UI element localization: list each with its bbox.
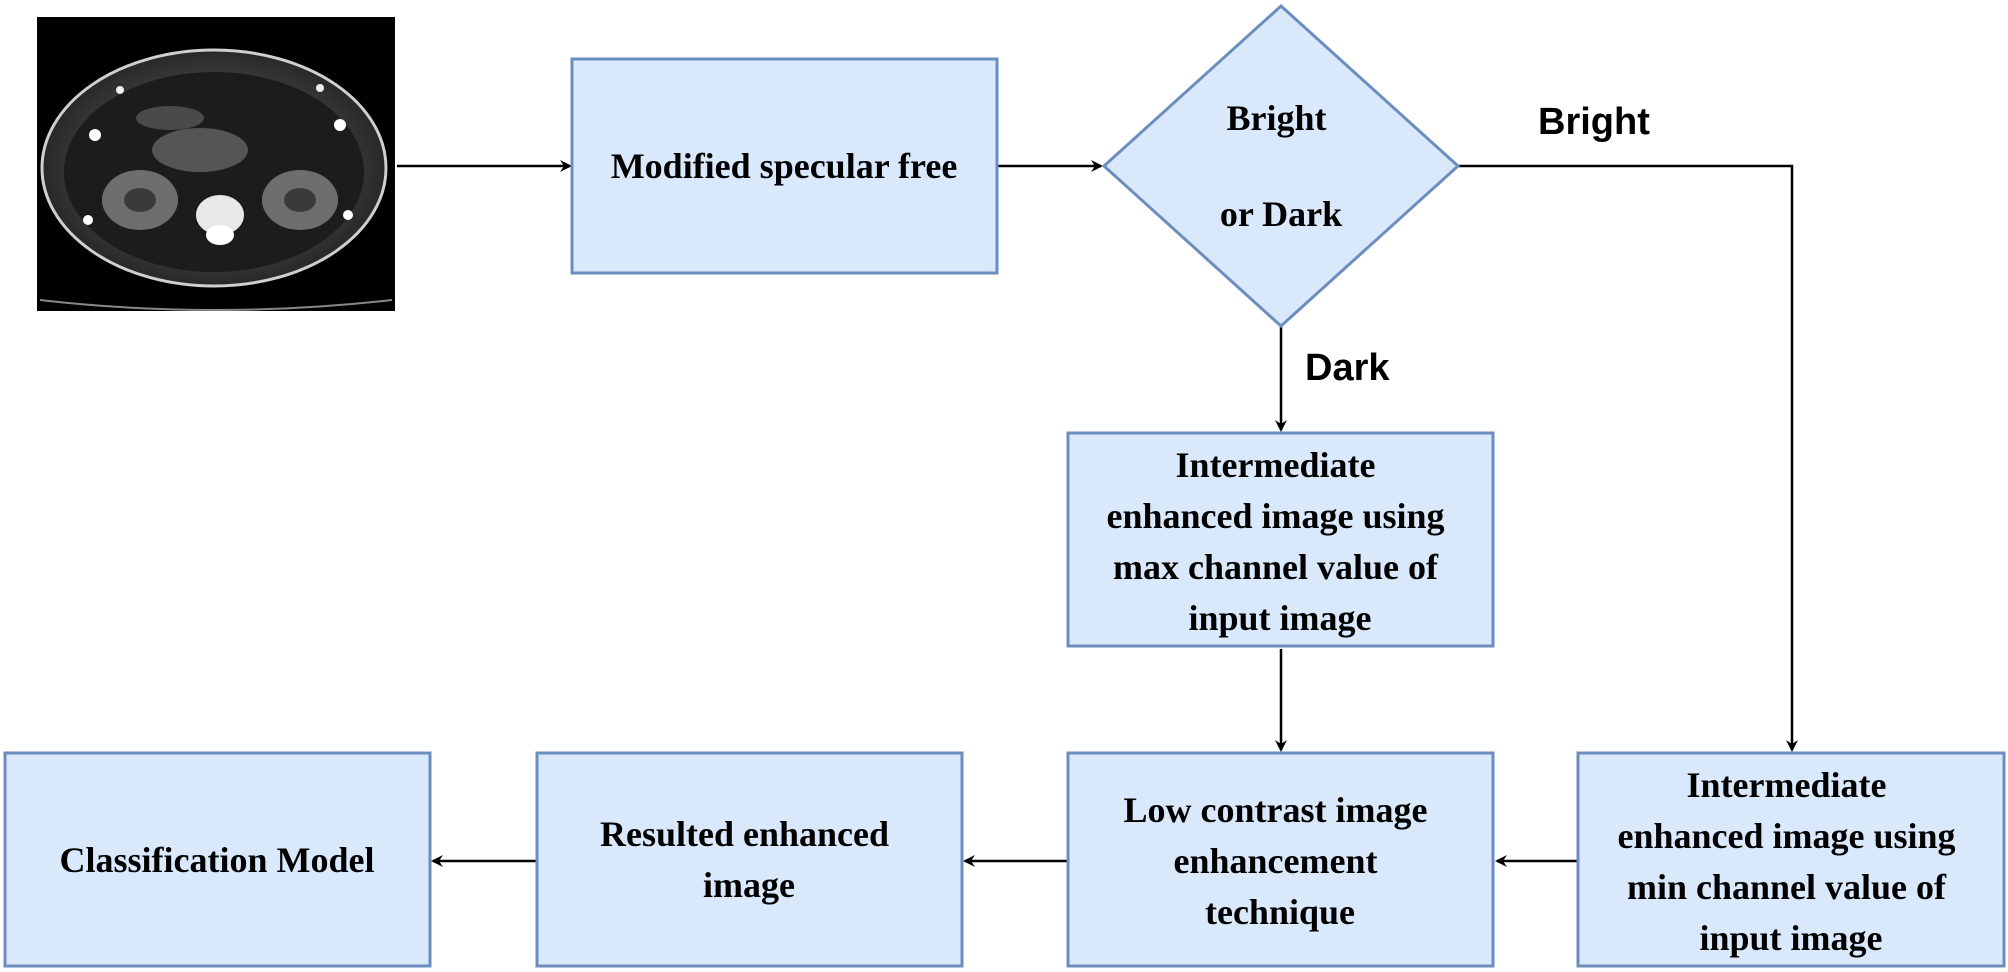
node-min-channel-enhanced: Intermediate enhanced image using min ch… (1576, 751, 2006, 968)
node-specular-free: Modified specular free (570, 57, 999, 275)
node-resulted-enhanced-image: Resulted enhanced image (535, 751, 964, 968)
node-decision-bright-or-dark: Bright or Dark (1101, 3, 1461, 329)
max-channel-line-4: input image (1188, 598, 1371, 638)
min-channel-line-2: enhanced image using (1617, 816, 1955, 856)
min-channel-line-1: Intermediate (1687, 765, 1887, 805)
svg-text:Intermediate enhanced im: Intermediate enhanced image using max ch… (1106, 445, 1453, 638)
classification-line-1: Classification Model (60, 840, 375, 880)
svg-text:Low contrast image enhan: Low contrast image enhancement technique (1124, 790, 1437, 932)
max-channel-line-3: max channel value of (1113, 547, 1439, 587)
svg-text:Intermediate enhanced im: Intermediate enhanced image using min ch… (1617, 765, 1964, 958)
node-classification-model: Classification Model (3, 751, 432, 968)
edge-decision-bright (1458, 164, 1798, 752)
edge-label-dark: Dark (1305, 347, 1390, 389)
svg-text:Modified specular free: Modified specular free (611, 146, 958, 186)
svg-text:Resulted enhanced image: Resulted enhanced image (600, 814, 898, 905)
min-channel-line-3: min channel value of (1627, 867, 1947, 907)
node-specular-free-line: Modified specular free (611, 146, 958, 186)
node-max-channel-enhanced: Intermediate enhanced image using max ch… (1066, 431, 1495, 648)
svg-text:Classification Model: Classification Model (60, 840, 375, 880)
min-channel-line-4: input image (1699, 918, 1882, 958)
resulted-line-2: image (703, 865, 795, 905)
decision-line-1: Bright (1226, 98, 1326, 138)
edge-label-bright: Bright (1538, 101, 1650, 143)
connectors (397, 160, 1798, 867)
ct-scan-image (37, 17, 395, 311)
decision-line-2: or Dark (1220, 194, 1342, 234)
max-channel-line-2: enhanced image using (1106, 496, 1444, 536)
resulted-line-1: Resulted enhanced (600, 814, 889, 854)
node-low-contrast-enhancement: Low contrast image enhancement technique (1066, 751, 1495, 968)
low-contrast-line-2: enhancement (1174, 841, 1378, 881)
max-channel-line-1: Intermediate (1176, 445, 1376, 485)
svg-text:Bright or Dark: Bright or Dark (1220, 98, 1342, 234)
low-contrast-line-1: Low contrast image (1124, 790, 1428, 830)
low-contrast-line-3: technique (1205, 892, 1355, 932)
